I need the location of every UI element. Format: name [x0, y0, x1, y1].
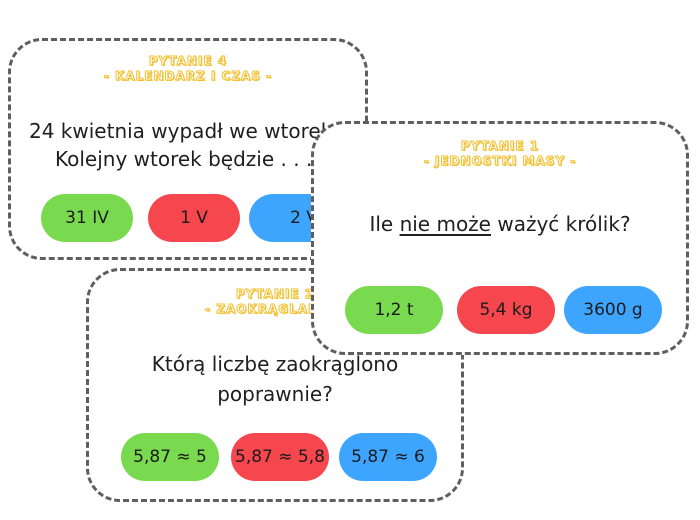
question-line-2: Kolejny wtorek będzie . . .	[55, 147, 313, 171]
question-line-2: poprawnie?	[217, 382, 333, 406]
answer-button-1-v[interactable]: 1 V	[148, 194, 240, 242]
quiz-card-calendar: PYTANIE 4 - KALENDARZ I CZAS - 24 kwietn…	[8, 38, 368, 260]
question-line-1: Którą liczbę zaokrąglono	[151, 352, 399, 376]
answer-button-1-2-t[interactable]: 1,2 t	[345, 286, 443, 334]
answer-button-5-4-kg[interactable]: 5,4 kg	[457, 286, 555, 334]
question-line-1: 24 kwietnia wypadł we wtorek.	[29, 119, 339, 143]
question-text-start: Ile	[369, 212, 400, 236]
answer-button-5-87-approx-5[interactable]: 5,87 ≈ 5	[121, 433, 219, 481]
answer-button-3600-g[interactable]: 3600 g	[564, 286, 662, 334]
question-text-emphasis: nie może	[399, 212, 491, 236]
card-title: PYTANIE 4 - KALENDARZ I CZAS -	[103, 54, 273, 84]
answer-button-5-87-approx-5-8[interactable]: 5,87 ≈ 5,8	[231, 433, 329, 481]
question-text: Ile nie może ważyć królik?	[314, 210, 686, 238]
quiz-card-mass-units: PYTANIE 1 - JEDNOSTKI MASY - Ile nie moż…	[311, 121, 689, 355]
question-text-end: ważyć królik?	[490, 212, 631, 236]
card-title: PYTANIE 1 - JEDNOSTKI MASY -	[423, 139, 577, 169]
answer-button-5-87-approx-6[interactable]: 5,87 ≈ 6	[339, 433, 437, 481]
answer-button-31-iv[interactable]: 31 IV	[41, 194, 133, 242]
